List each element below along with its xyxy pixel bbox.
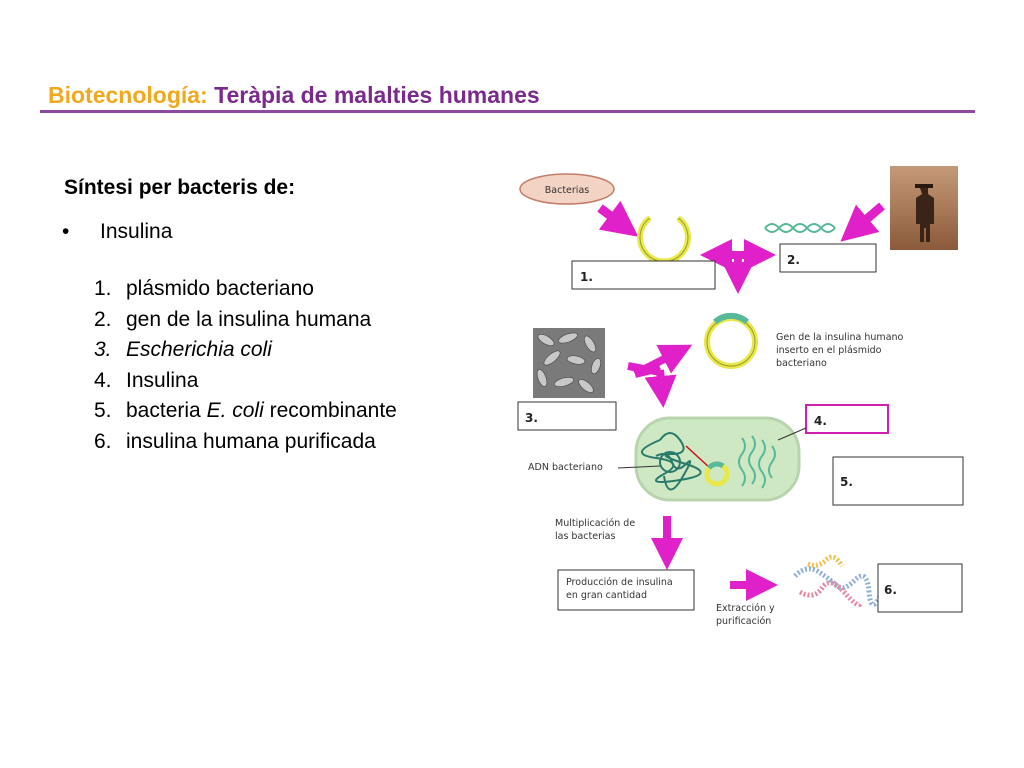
- step-number: 2.: [94, 307, 112, 331]
- human-gene-helix-icon: [764, 223, 836, 233]
- step-item: 5. bacteria E. coli recombinante: [94, 396, 397, 427]
- steps-list: 1. plásmido bacteriano 2. gen de la insuli…: [94, 274, 397, 457]
- box-label-2: 2.: [787, 253, 800, 267]
- production-box: Producción de insulina en gran cantidad: [557, 569, 695, 611]
- human-photo: [890, 166, 958, 250]
- title-divider: [40, 110, 975, 113]
- step-item: 3. Escherichia coli: [94, 335, 397, 366]
- bullet-text: Insulina: [100, 220, 173, 243]
- adn-label: ADN bacteriano: [528, 462, 603, 473]
- recombinant-plasmid-icon: [704, 312, 758, 369]
- box-label-4: 4.: [814, 414, 827, 428]
- step-number: 3.: [94, 338, 112, 361]
- arrow-human-to-gene: [840, 202, 885, 242]
- box-label-6: 6.: [884, 583, 897, 597]
- bacterias-label: Bacterias: [545, 185, 589, 196]
- box-label-1: 1.: [580, 270, 593, 284]
- step-text: gen de la insulina humana: [126, 307, 372, 331]
- label-box-3: 3.: [517, 401, 617, 431]
- label-box-5: 5.: [832, 456, 964, 506]
- label-box-6: 6.: [877, 563, 963, 613]
- gene-caption-line1: Gen de la insulina humano: [776, 332, 904, 343]
- step-text-italic: E. coli: [206, 399, 264, 422]
- label-box-4: 4.: [805, 404, 889, 434]
- multiplication-caption-line2: las bacterias: [555, 531, 615, 542]
- multiplication-caption-line1: Multiplicación de: [555, 518, 635, 529]
- production-caption-line1: Producción de insulina: [566, 577, 673, 588]
- section-subtitle: Síntesi per bacteris de:: [64, 176, 296, 199]
- title-topic: Biotecnología:: [48, 82, 208, 108]
- step-number: 1.: [94, 277, 112, 300]
- bullet-item: • Insulina: [62, 220, 172, 244]
- production-caption-line2: en gran cantidad: [566, 590, 647, 601]
- insulin-synthesis-diagram: Bacterias 1. 2.: [517, 166, 964, 627]
- label-box-2: 2.: [779, 243, 877, 273]
- extraction-caption-line1: Extracción y: [716, 603, 775, 614]
- merge-arrow-icon: [700, 239, 776, 294]
- step-item: 6. insulina humana purificada: [94, 427, 397, 458]
- extraction-caption-line2: purificación: [716, 616, 771, 627]
- step-text: plásmido bacteriano: [126, 277, 314, 300]
- step-number: 6.: [94, 429, 112, 453]
- step-text: Escherichia coli: [126, 338, 272, 361]
- step-number: 4.: [94, 368, 112, 392]
- step-text-after: recombinante: [269, 399, 397, 422]
- merge-arrow-2-icon: [627, 344, 693, 408]
- step-number: 5.: [94, 399, 112, 422]
- arrow-bacterias-to-plasmid: [597, 200, 639, 237]
- page-title: Biotecnología: Teràpia de malalties huma…: [48, 82, 540, 109]
- bacterias-label-oval: Bacterias: [519, 173, 615, 205]
- bullet-dot: •: [62, 220, 70, 243]
- box-label-3: 3.: [525, 411, 538, 425]
- insulin-molecule-icon: [793, 554, 884, 608]
- step-text: Insulina: [126, 368, 199, 392]
- step-item: 4. Insulina: [94, 366, 397, 397]
- step-text-before: bacteria: [126, 399, 201, 422]
- step-item: 1. plásmido bacteriano: [94, 274, 397, 305]
- recombinant-bacterium-cell: [634, 416, 801, 502]
- box-label-5: 5.: [840, 475, 853, 489]
- ecoli-micrograph: [533, 328, 605, 398]
- step-text: insulina humana purificada: [126, 429, 376, 453]
- label-box-1: 1.: [571, 260, 716, 290]
- step-item: 2. gen de la insulina humana: [94, 305, 397, 336]
- gene-caption-line2: inserto en el plásmido: [776, 345, 882, 356]
- gene-caption-line3: bacteriano: [776, 358, 827, 369]
- title-subject: Teràpia de malalties humanes: [214, 82, 540, 108]
